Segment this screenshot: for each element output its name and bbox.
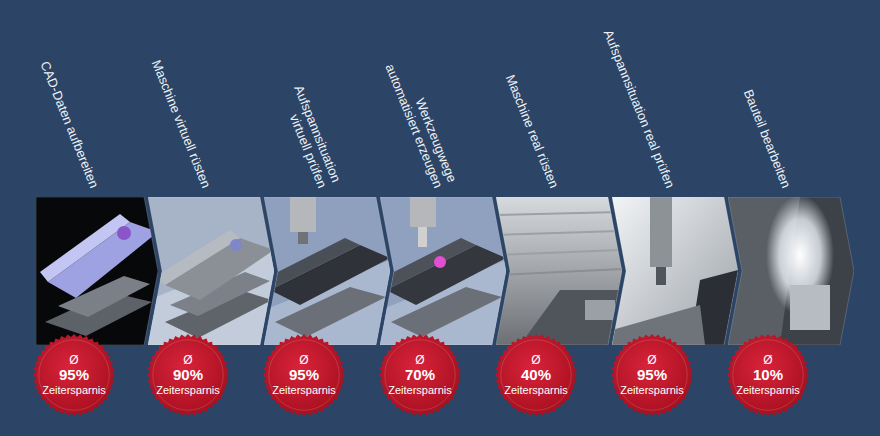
savings-caption: Zeitersparnis <box>42 384 106 396</box>
percentage: 95% <box>59 367 89 384</box>
process-chevron: Maschine virtuell rüsten <box>148 197 274 345</box>
label-anchor: Aufspannsituation virtuell prüfen <box>268 60 344 190</box>
chevron-shape <box>36 197 158 345</box>
step-label: Aufspannsituation virtuell prüfen <box>268 60 344 190</box>
average-sign: Ø <box>69 354 78 367</box>
seal-ring <box>733 340 804 411</box>
savings-caption: Zeitersparnis <box>504 384 568 396</box>
badge-content: Ø95%Zeitersparnis <box>33 334 115 416</box>
chevron-shape <box>728 197 854 345</box>
percentage: 95% <box>637 367 667 384</box>
label-anchor: Werkzeugwege automatisiert erzeugen <box>373 32 460 190</box>
badge-content: Ø90%Zeitersparnis <box>147 334 229 416</box>
percentage: 40% <box>521 367 551 384</box>
real-check-photo <box>612 197 738 345</box>
seal-ring <box>501 340 572 411</box>
badge-content: Ø40%Zeitersparnis <box>495 334 577 416</box>
process-chevron: Maschine real rüsten <box>496 197 622 345</box>
savings-badge: Ø95%Zeitersparnis <box>263 334 345 416</box>
savings-badge: Ø70%Zeitersparnis <box>379 334 461 416</box>
seal-ring <box>385 340 456 411</box>
seal-ring <box>617 340 688 411</box>
badge-content: Ø95%Zeitersparnis <box>263 334 345 416</box>
label-anchor: Aufspannsituation real prüfen <box>574 0 678 190</box>
chevron-outline <box>264 197 390 345</box>
cad-scene <box>36 197 158 345</box>
average-sign: Ø <box>647 354 656 367</box>
savings-caption: Zeitersparnis <box>272 384 336 396</box>
step-label: Werkzeugwege automatisiert erzeugen <box>373 32 460 190</box>
seal-shape <box>727 334 809 416</box>
chevron-shape <box>496 197 622 345</box>
average-sign: Ø <box>415 354 424 367</box>
average-sign: Ø <box>763 354 772 367</box>
process-chevron: Aufspannsituation real prüfen <box>612 197 738 345</box>
process-chevron: Werkzeugwege automatisiert erzeugen <box>380 197 506 345</box>
savings-badge: Ø40%Zeitersparnis <box>495 334 577 416</box>
savings-badge: Ø95%Zeitersparnis <box>33 334 115 416</box>
seal-shape <box>263 334 345 416</box>
process-chevron: Aufspannsituation virtuell prüfen <box>264 197 390 345</box>
toolpath-scene <box>378 197 506 345</box>
virtual-check-scene <box>262 197 390 345</box>
label-anchor: Maschine real rüsten <box>458 0 562 190</box>
savings-caption: Zeitersparnis <box>388 384 452 396</box>
step-label: Maschine real rüsten <box>458 0 562 190</box>
savings-badge: Ø10%Zeitersparnis <box>727 334 809 416</box>
seal-ring <box>39 340 110 411</box>
average-sign: Ø <box>183 354 192 367</box>
chevron-shape <box>264 197 390 345</box>
virtual-setup-scene <box>148 197 274 345</box>
process-chevron: CAD-Daten aufbereiten <box>36 197 158 345</box>
seal-shape <box>147 334 229 416</box>
savings-caption: Zeitersparnis <box>736 384 800 396</box>
savings-caption: Zeitersparnis <box>156 384 220 396</box>
seal-shape <box>611 334 693 416</box>
savings-caption: Zeitersparnis <box>620 384 684 396</box>
chevron-outline <box>36 197 158 345</box>
chevron-outline <box>612 197 738 345</box>
seal-shape <box>379 334 461 416</box>
chevron-outline <box>728 197 854 345</box>
step-label: CAD-Daten aufbereiten <box>0 0 102 190</box>
badge-content: Ø10%Zeitersparnis <box>727 334 809 416</box>
percentage: 10% <box>753 367 783 384</box>
percentage: 95% <box>289 367 319 384</box>
savings-badge: Ø95%Zeitersparnis <box>611 334 693 416</box>
average-sign: Ø <box>531 354 540 367</box>
savings-badge: Ø90%Zeitersparnis <box>147 334 229 416</box>
step-label: Bauteil bearbeiten <box>690 0 794 190</box>
seal-shape <box>33 334 115 416</box>
label-anchor: Bauteil bearbeiten <box>690 0 794 190</box>
seal-ring <box>269 340 340 411</box>
chevron-shape <box>148 197 274 345</box>
percentage: 70% <box>405 367 435 384</box>
real-setup-photo <box>496 197 622 345</box>
seal-shape <box>495 334 577 416</box>
chevron-shape <box>380 197 506 345</box>
average-sign: Ø <box>299 354 308 367</box>
chevron-outline <box>496 197 622 345</box>
chevron-shape <box>612 197 738 345</box>
label-anchor: CAD-Daten aufbereiten <box>0 0 102 190</box>
process-chevron: Bauteil bearbeiten <box>728 197 854 345</box>
step-label: Aufspannsituation real prüfen <box>574 0 678 190</box>
chevron-outline <box>148 197 274 345</box>
chevron-outline <box>380 197 506 345</box>
machining-photo <box>728 195 854 345</box>
percentage: 90% <box>173 367 203 384</box>
seal-ring <box>153 340 224 411</box>
step-label: Maschine virtuell rüsten <box>110 0 214 190</box>
badge-content: Ø95%Zeitersparnis <box>611 334 693 416</box>
label-anchor: Maschine virtuell rüsten <box>110 0 214 190</box>
badge-content: Ø70%Zeitersparnis <box>379 334 461 416</box>
